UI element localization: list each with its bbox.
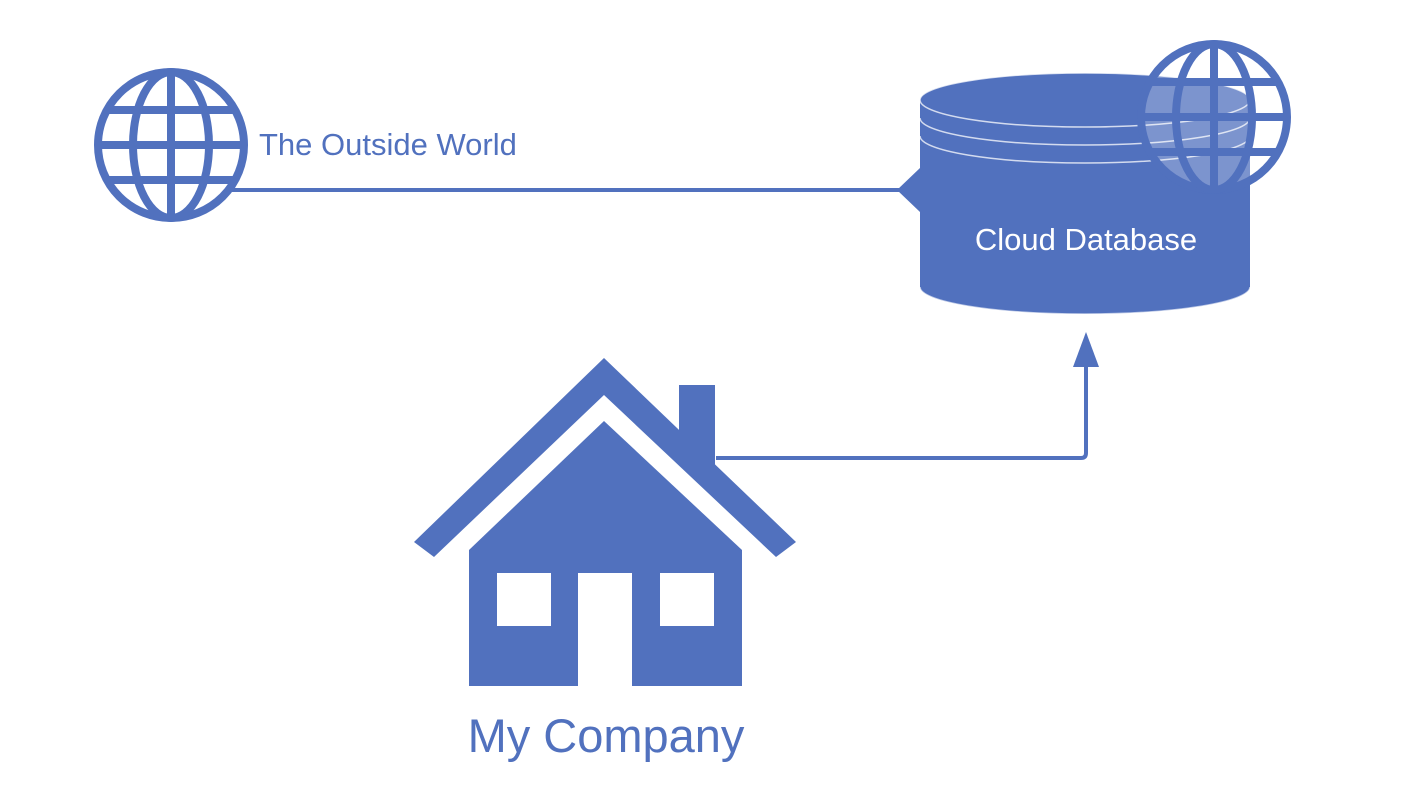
arrowhead-database-bottom (1073, 332, 1099, 367)
cloud-database-label: Cloud Database (975, 222, 1197, 257)
house-roof (414, 358, 796, 557)
outside-world-globe-icon[interactable] (94, 68, 248, 222)
house-window-right (660, 573, 714, 626)
arrowhead-database-left (897, 168, 920, 212)
my-company-label: My Company (468, 709, 745, 762)
outside-world-label: The Outside World (259, 127, 517, 162)
house-door (578, 573, 632, 688)
house-chimney (679, 385, 715, 465)
connector-company-to-database (716, 332, 1099, 460)
house-window-left (497, 573, 551, 626)
my-company-house-icon[interactable] (414, 358, 796, 688)
cloud-database-globe-icon (1137, 40, 1291, 194)
connector-outside-to-database (232, 168, 920, 212)
